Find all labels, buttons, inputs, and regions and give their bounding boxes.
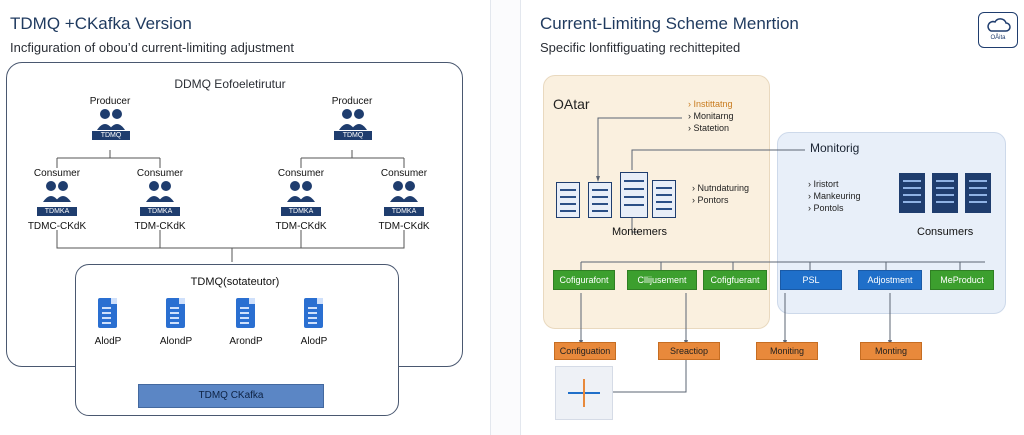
consumer-users-icon-1 (42, 180, 72, 202)
file-label-4: AlodP (300, 336, 328, 347)
consumer-name-4: TDM-CKdK (378, 221, 430, 232)
cloud-badge: OÅita (978, 12, 1018, 48)
monitoring-bullet-2: › Mankeuring (808, 191, 861, 201)
consumer-label-1: Consumer (33, 168, 81, 179)
otar-label: OAtar (553, 96, 590, 112)
consumer-tag-2: TDMKA (140, 207, 180, 216)
server-icon-2 (588, 182, 612, 218)
server-icon-7 (965, 173, 991, 213)
consumer-users-icon-4 (389, 180, 419, 202)
diagram-title: DDMQ Eofoeletirutur (174, 77, 286, 91)
monitoring-label: Monitorig (810, 141, 860, 155)
left-subtitle: Incfiguration of obou’d current-limiting… (10, 40, 294, 55)
producer-users-icon-1 (96, 108, 126, 130)
crosshair-tile (555, 366, 613, 420)
left-title: TDMQ +CKafka Version (10, 14, 192, 33)
consumer-name-1: TDMC-CKdK (27, 221, 87, 232)
configuation-button[interactable]: Configuation (554, 342, 616, 360)
server-icon-6 (932, 173, 958, 213)
server-icon-5 (899, 173, 925, 213)
consumer-name-3: TDM-CKdK (275, 221, 327, 232)
adjostment-button[interactable]: Adjostment (858, 270, 922, 290)
consumer-users-icon-3 (286, 180, 316, 202)
monitoring-bullet-3: › Pontols (808, 203, 844, 213)
otar-servers-label: Montemers (612, 226, 668, 238)
tdmq-box-title: TDMQ(sotateutor) (190, 276, 280, 288)
meproduct-button[interactable]: MeProduct (930, 270, 994, 290)
consumer-label-4: Consumer (380, 168, 428, 179)
document-icon-2 (166, 298, 185, 328)
file-label-2: AlondP (159, 336, 193, 347)
document-icon-4 (304, 298, 323, 328)
consumer-label-3: Consumer (277, 168, 325, 179)
monting-button[interactable]: Monting (860, 342, 922, 360)
otar-bullet-1: › Instittatng (688, 99, 733, 109)
sreactiop-button[interactable]: Sreactiop (658, 342, 720, 360)
producer-label-2: Producer (331, 96, 373, 107)
tdmq-ckafka-bar: TDMQ CKafka (138, 384, 324, 408)
server-icon-4 (652, 180, 676, 218)
consumer-tag-4: TDMKA (384, 207, 424, 216)
adjustment-button[interactable]: Cllijusement (627, 270, 697, 290)
monitoring-bullets: › Iristort › Mankeuring › Pontols (808, 178, 861, 214)
document-icon-1 (98, 298, 117, 328)
producer-label-1: Producer (89, 96, 131, 107)
right-subtitle: Specific lonfitfiguating rechittepited (540, 40, 741, 55)
otar-bullet-3: › Statetion (688, 123, 730, 133)
configuration-button-2[interactable]: Cofigfuerant (703, 270, 767, 290)
otar-bullet-4: › Nutndaturing (692, 183, 750, 193)
file-label-3: ArondP (229, 336, 263, 347)
consumer-users-icon-2 (145, 180, 175, 202)
consumer-label-2: Consumer (136, 168, 184, 179)
monitoring-bullet-1: › Iristort (808, 179, 839, 189)
moniting-button[interactable]: Moniting (756, 342, 818, 360)
otar-bullet-2: › Monitarng (688, 111, 734, 121)
document-icon-3 (236, 298, 255, 328)
server-icon-1 (556, 182, 580, 218)
producer-users-icon-2 (338, 108, 368, 130)
crosshair-icon (568, 379, 600, 407)
right-title: Current-Limiting Scheme Menrtion (540, 14, 799, 33)
otar-bullets-secondary: › Nutndaturing › Pontors (692, 182, 749, 206)
producer-tag-1: TDMQ (92, 131, 130, 140)
badge-label: OÅita (990, 35, 1006, 41)
psl-button[interactable]: PSL (780, 270, 842, 290)
consumer-name-2: TDM-CKdK (134, 221, 186, 232)
cloud-icon (987, 18, 1011, 32)
configuration-button-1[interactable]: Cofigurafont (553, 270, 615, 290)
server-icon-3 (620, 172, 648, 218)
otar-bullets: › Instittatng › Monitarng › Statetion (688, 98, 734, 134)
producer-tag-2: TDMQ (334, 131, 372, 140)
monitoring-servers-label: Consumers (917, 226, 974, 238)
consumer-tag-1: TDMKA (37, 207, 77, 216)
consumer-tag-3: TDMKA (281, 207, 321, 216)
otar-bullet-5: › Pontors (692, 195, 729, 205)
file-label-1: AlodP (94, 336, 122, 347)
